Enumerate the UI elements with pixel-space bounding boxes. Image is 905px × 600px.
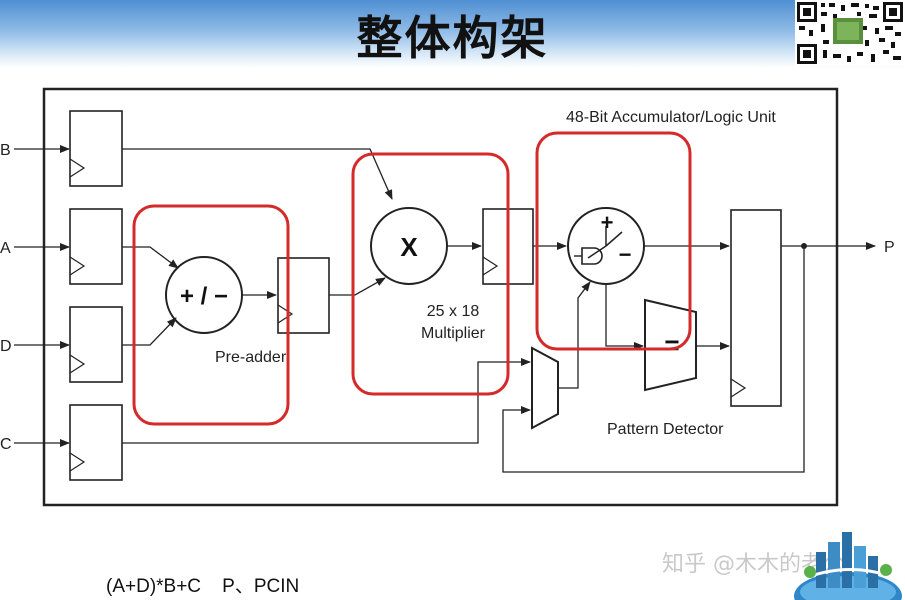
- register-c: [69, 404, 123, 481]
- alu-minus: −: [619, 242, 632, 267]
- c-mux: [531, 346, 559, 430]
- alu-plus: +: [601, 210, 614, 235]
- pattern-comparator: [644, 298, 697, 392]
- register-d: [69, 306, 123, 383]
- comparator-symbol: =: [664, 330, 679, 360]
- input-b-label: B: [0, 142, 11, 159]
- qr-code-icon: [795, 0, 905, 66]
- pattern-detector-label: Pattern Detector: [607, 421, 724, 438]
- preadder-label: Pre-adder: [215, 349, 287, 366]
- preadder-register: [277, 257, 330, 334]
- accumulator-label: 48-Bit Accumulator/Logic Unit: [566, 109, 776, 126]
- multiplier-symbol: X: [400, 232, 418, 262]
- input-d-label: D: [0, 338, 12, 355]
- page-title: 整体构架: [356, 11, 549, 65]
- header-band: [0, 0, 905, 68]
- highlight-preadder: [132, 204, 290, 426]
- register-b: [69, 110, 123, 187]
- multiplier-label: Multiplier: [421, 325, 486, 342]
- output-p-label: P: [884, 239, 895, 256]
- input-c-label: C: [0, 436, 12, 453]
- highlight-alu: [535, 131, 692, 351]
- alu-logic-gate-icon: [581, 247, 603, 265]
- register-a: [69, 208, 123, 285]
- output-register: [730, 209, 782, 407]
- dsp-outer-frame: [42, 87, 839, 507]
- city-globe-logo: [794, 532, 902, 600]
- input-a-label: A: [0, 240, 11, 257]
- multiplier-size: 25 x 18: [427, 303, 480, 320]
- formula-caption: (A+D)*B+C P、PCIN: [106, 576, 300, 597]
- highlight-multiplier: [351, 152, 510, 396]
- preadder-symbol: + / −: [180, 283, 228, 310]
